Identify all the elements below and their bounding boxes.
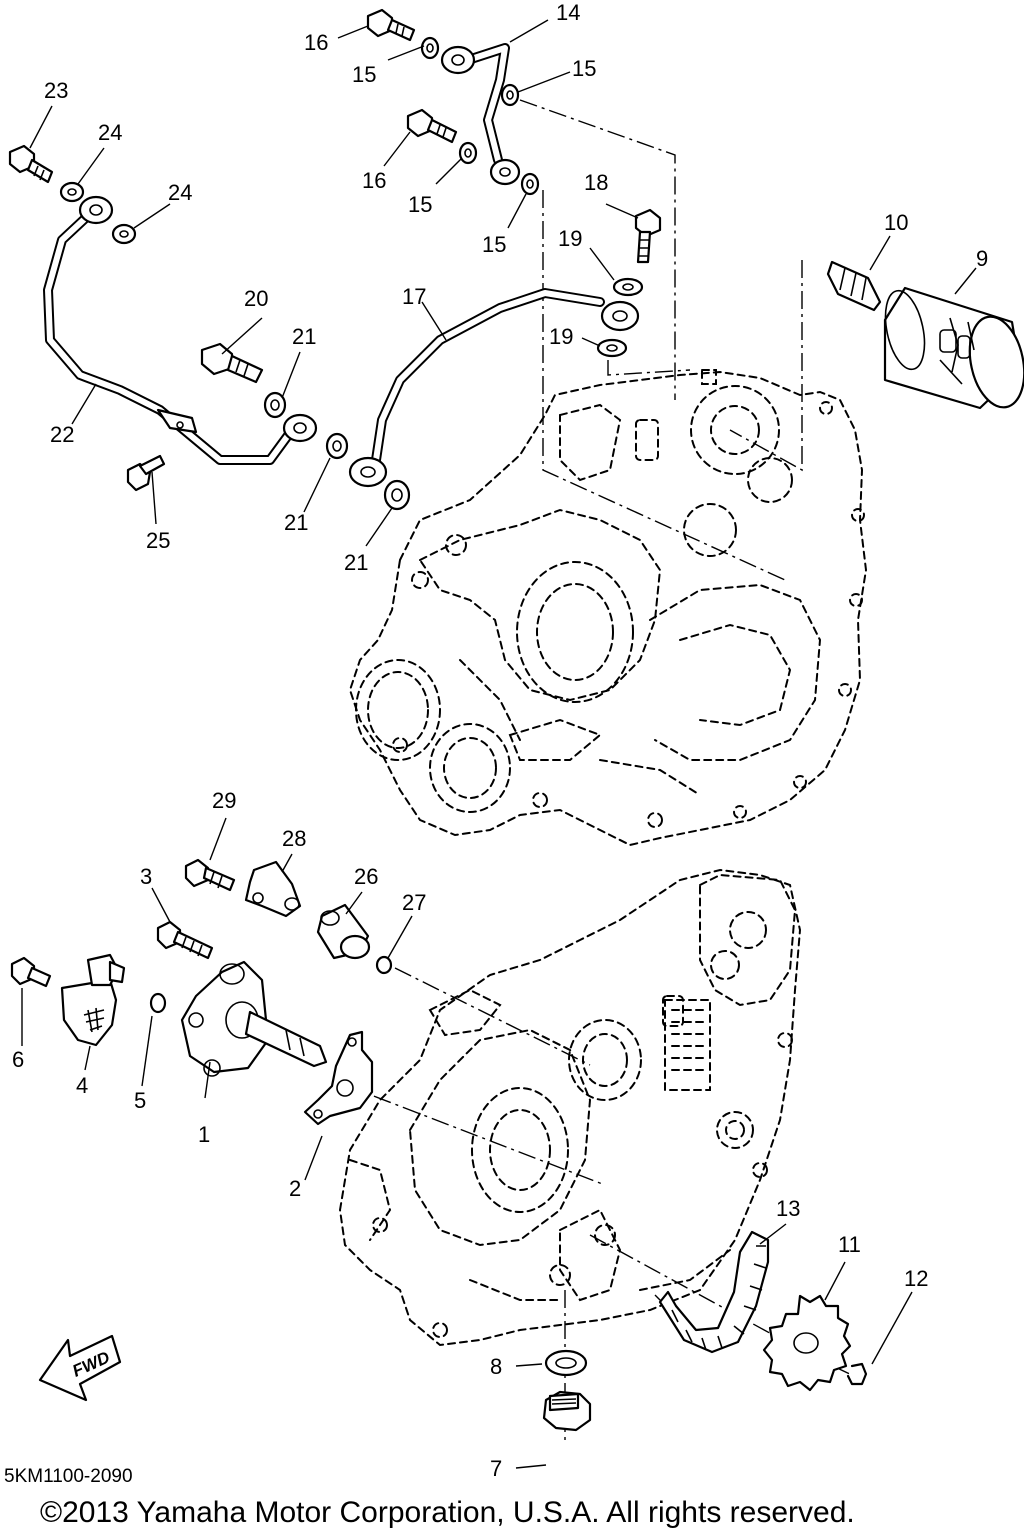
callout-25: 25	[146, 528, 170, 553]
callout-5: 5	[134, 1088, 146, 1113]
leader-lines	[21, 19, 977, 1469]
callout-15-d: 15	[482, 232, 506, 257]
circlip-12	[846, 1362, 868, 1386]
callout-1: 1	[198, 1122, 210, 1147]
union-bolt-16-top	[366, 8, 416, 42]
bolt-25	[126, 454, 166, 492]
callout-18: 18	[584, 170, 608, 195]
union-bolt-20	[200, 342, 264, 384]
pipe-26	[316, 903, 371, 960]
gasket-2	[303, 1030, 374, 1126]
oil-filter-bolt-10	[826, 260, 882, 312]
callout-15-b: 15	[572, 56, 596, 81]
union-bolt-18	[634, 208, 662, 264]
callout-12: 12	[904, 1266, 928, 1291]
bolt-3	[156, 920, 214, 960]
oil-pipe-22	[43, 195, 318, 465]
oil-pump-assembly-1	[180, 960, 328, 1077]
bolt-29	[184, 858, 236, 892]
gasket-21	[263, 391, 411, 511]
callout-22: 22	[50, 422, 74, 447]
callout-29: 29	[212, 788, 236, 813]
callout-7: 7	[490, 1456, 502, 1481]
oil-pipe-17	[348, 288, 640, 488]
union-bolt-23	[8, 144, 54, 184]
callout-8: 8	[490, 1354, 502, 1379]
oil-strainer-4	[60, 953, 126, 1047]
o-ring-5	[149, 992, 167, 1014]
drive-sprocket-11	[762, 1294, 852, 1392]
gasket-8	[544, 1349, 588, 1377]
diagram-code: 5KM1100-2090	[4, 1466, 133, 1487]
callout-6: 6	[12, 1047, 24, 1072]
gasket-24	[59, 181, 137, 245]
callout-14: 14	[556, 0, 580, 25]
union-bolt-16-mid	[406, 108, 458, 144]
callout-3: 3	[140, 864, 152, 889]
oil-filter-element-9	[883, 286, 1024, 410]
callout-27: 27	[402, 890, 426, 915]
gasket-15	[420, 36, 540, 196]
callout-21-a: 21	[292, 324, 316, 349]
callout-24-b: 24	[168, 180, 192, 205]
callout-17: 17	[402, 284, 426, 309]
callout-15-a: 15	[352, 62, 376, 87]
o-ring-27	[375, 955, 393, 975]
callout-19-a: 19	[558, 226, 582, 251]
callout-28: 28	[282, 826, 306, 851]
callout-9: 9	[976, 246, 988, 271]
drive-chain-13	[658, 1230, 770, 1354]
callout-13: 13	[776, 1196, 800, 1221]
callout-19-b: 19	[549, 324, 573, 349]
lower-crankcase-half	[338, 868, 802, 1347]
bracket-28	[244, 860, 302, 918]
callout-10: 10	[884, 210, 908, 235]
callout-20: 20	[244, 286, 268, 311]
callout-21-b: 21	[284, 510, 308, 535]
copyright-notice: ©2013 Yamaha Motor Corporation, U.S.A. A…	[40, 1496, 855, 1529]
callout-15-c: 15	[408, 192, 432, 217]
callout-21-c: 21	[344, 550, 368, 575]
fwd-arrow-icon: FWD	[38, 1334, 122, 1402]
callout-16-b: 16	[362, 168, 386, 193]
callout-23: 23	[44, 78, 68, 103]
callout-11: 11	[838, 1232, 861, 1257]
bolt-6	[10, 956, 52, 988]
callout-2: 2	[289, 1176, 301, 1201]
oil-pipe-14	[440, 43, 521, 186]
callout-26: 26	[354, 864, 378, 889]
callout-4: 4	[76, 1073, 88, 1098]
drain-plug-7	[542, 1390, 592, 1432]
gasket-19	[596, 277, 644, 358]
callout-16-a: 16	[304, 30, 328, 55]
callout-labels: 1 2 3 4 5 6 7 8 9 10 11 12 13 14 15 15 1…	[12, 0, 988, 1481]
callout-24-a: 24	[98, 120, 122, 145]
upper-crankcase-half	[348, 369, 868, 847]
